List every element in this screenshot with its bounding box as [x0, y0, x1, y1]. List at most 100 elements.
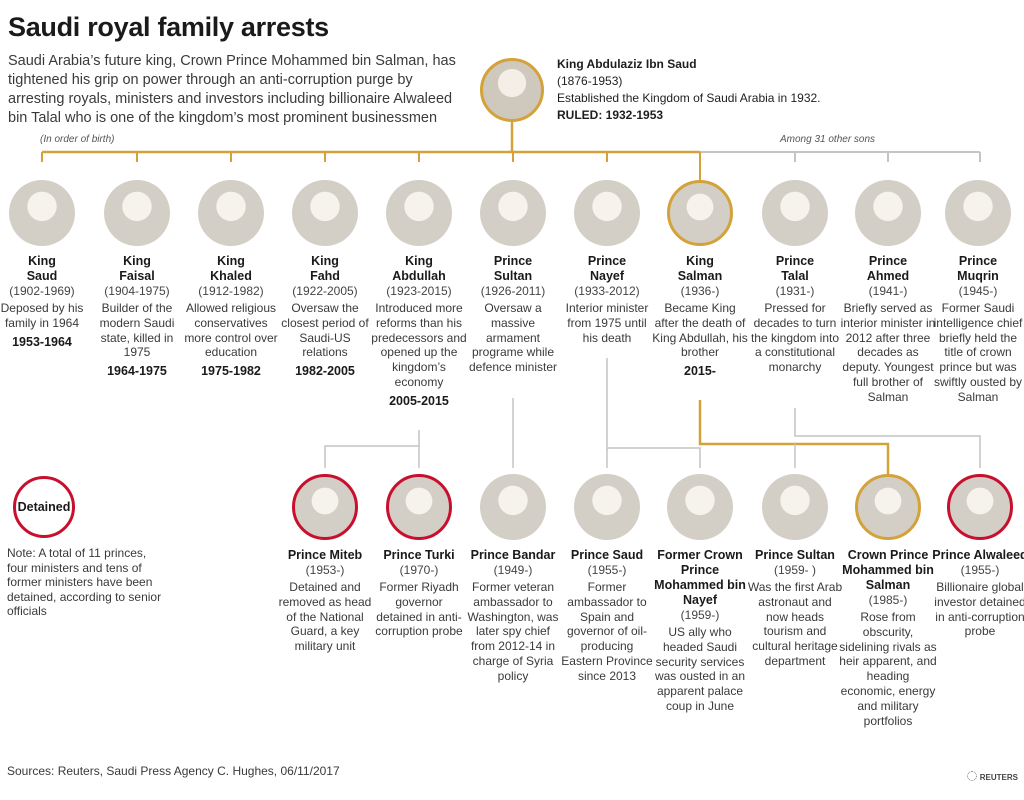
person-description: Billionaire global investor detained in … — [934, 580, 1024, 639]
portrait-photo — [762, 180, 828, 246]
person-title: King — [311, 254, 339, 268]
person-description: US ally who headed Saudi security servic… — [654, 625, 746, 713]
person-description: Interior minister from 1975 until his de… — [565, 301, 649, 345]
founder-ruled: RULED: 1932-1953 — [557, 108, 664, 122]
person-king-salman: King Salman (1936-) Became King after th… — [652, 180, 748, 378]
link-nayef-mbn — [606, 358, 701, 468]
person-prince-sultan-bin-salman: Prince Sultan (1959- ) Was the first Ara… — [747, 474, 843, 669]
person-prince-nayef: Prince Nayef (1933-2012) Interior minist… — [559, 180, 655, 345]
person-prince-turki: Prince Turki (1970-) Former Riyadh gover… — [371, 474, 467, 639]
person-years: (1933-2012) — [574, 284, 640, 298]
portrait-photo — [667, 474, 733, 540]
person-years: (1941-) — [868, 284, 908, 298]
person-years: (1955-) — [960, 563, 1000, 577]
person-years: (1904-1975) — [104, 284, 170, 298]
portrait-photo — [480, 180, 546, 246]
person-king-fahd: King Fahd (1922-2005) Oversaw the closes… — [277, 180, 373, 378]
portrait-photo — [386, 474, 452, 540]
person-name: Nayef — [589, 269, 625, 283]
person-title: Prince — [587, 254, 627, 268]
portrait-photo — [947, 474, 1013, 540]
reign-years: 1975-1982 — [201, 364, 261, 379]
person-prince-talal: Prince Talal (1931-) Pressed for decades… — [747, 180, 843, 375]
portrait-photo — [480, 474, 546, 540]
portrait-photo — [574, 474, 640, 540]
person-years: (1926-2011) — [480, 284, 546, 298]
person-prince-saud: Prince Saud (1955-) Former ambassador to… — [559, 474, 655, 684]
person-description: Builder of the modern Saudi state, kille… — [99, 301, 175, 360]
person-years: (1923-2015) — [386, 284, 452, 298]
person-years: (1902-1969) — [9, 284, 75, 298]
person-name: Khaled — [210, 269, 252, 283]
portrait-photo — [9, 180, 75, 246]
person-name: Prince Bandar — [470, 548, 556, 562]
person-years: (1953-) — [305, 563, 345, 577]
person-years: (1985-) — [868, 593, 908, 607]
person-description: Oversaw a massive armament programe whil… — [468, 301, 558, 375]
link-salman-mbs — [698, 400, 890, 474]
portrait-photo — [104, 180, 170, 246]
person-name: Crown Prince Mohammed bin Salman — [842, 548, 934, 592]
person-description: Pressed for decades to turn the kingdom … — [750, 301, 840, 375]
founder-desc: Established the Kingdom of Saudi Arabia … — [557, 91, 821, 105]
portrait-photo — [292, 180, 358, 246]
portrait-photo — [855, 474, 921, 540]
person-title: Prince — [775, 254, 815, 268]
founder-photo — [480, 58, 544, 122]
person-years: (1931-) — [775, 284, 815, 298]
reign-years: 1953-1964 — [12, 334, 72, 349]
person-name: Former Crown Prince Mohammed bin Nayef — [654, 548, 746, 607]
person-name: Abdullah — [392, 269, 446, 283]
link-abdullah-miteb — [324, 430, 420, 468]
person-title: King — [405, 254, 433, 268]
person-description: Deposed by his family in 1964 — [0, 301, 84, 330]
portrait-photo — [198, 180, 264, 246]
person-description: Former ambassador to Spain and governor … — [561, 580, 653, 683]
portrait-photo — [574, 180, 640, 246]
person-name: Sultan — [493, 269, 533, 283]
person-name: Prince Turki — [383, 548, 455, 562]
birth-order-note: (In order of birth) — [40, 134, 115, 145]
detained-note: Note: A total of 11 princes, four minist… — [7, 546, 162, 619]
portrait-photo — [855, 180, 921, 246]
reign-years: 2015- — [684, 364, 716, 379]
reuters-logo: REUTERS — [966, 771, 1018, 782]
person-king-saud: King Saud (1902-1969) Deposed by his fam… — [0, 180, 90, 349]
person-prince-miteb: Prince Miteb (1953-) Detained and remove… — [277, 474, 373, 654]
person-king-khaled: King Khaled (1912-1982) Allowed religiou… — [183, 180, 279, 378]
person-name: Salman — [677, 269, 723, 283]
reign-years: 1982-2005 — [295, 364, 355, 379]
link-talal-alwaleed — [794, 408, 981, 468]
person-years: (1945-) — [958, 284, 998, 298]
person-prince-sultan: Prince Sultan (1926-2011) Oversaw a mass… — [465, 180, 561, 375]
portrait-photo — [667, 180, 733, 246]
person-name: Prince Saud — [570, 548, 644, 562]
person-mohammed-bin-salman: Crown Prince Mohammed bin Salman (1985-)… — [838, 474, 938, 728]
person-name: Muqrin — [957, 269, 999, 283]
intro-text: Saudi Arabia’s future king, Crown Prince… — [8, 53, 456, 126]
person-name: Prince Miteb — [287, 548, 363, 562]
founder-years: (1876-1953) — [557, 74, 623, 88]
person-description: Briefly served as interior minister in 2… — [840, 301, 936, 404]
person-title: Prince — [958, 254, 998, 268]
person-prince-alwaleed: Prince Alwaleed (1955-) Billionaire glob… — [932, 474, 1024, 639]
person-description: Former veteran ambassador to Washington,… — [467, 580, 559, 683]
person-title: Prince — [493, 254, 533, 268]
person-description: Oversaw the closest period of Saudi-US r… — [281, 301, 369, 360]
person-king-faisal: King Faisal (1904-1975) Builder of the m… — [89, 180, 185, 378]
person-description: Became King after the death of King Abdu… — [652, 301, 748, 360]
person-name: Prince Sultan — [755, 548, 835, 562]
other-sons-note: Among 31 other sons — [780, 134, 876, 145]
person-description: Introduced more reforms than his predece… — [371, 301, 467, 389]
person-prince-muqrin: Prince Muqrin (1945-) Former Saudi intel… — [930, 180, 1024, 405]
person-years: (1970-) — [399, 563, 439, 577]
person-title: King — [217, 254, 245, 268]
person-name: Fahd — [310, 269, 340, 283]
person-title: King — [123, 254, 151, 268]
portrait-photo — [762, 474, 828, 540]
person-prince-bandar: Prince Bandar (1949-) Former veteran amb… — [465, 474, 561, 684]
person-description: Detained and removed as head of the Nati… — [278, 580, 372, 654]
detained-legend-circle: Detained — [13, 476, 75, 538]
person-mohammed-bin-nayef: Former Crown Prince Mohammed bin Nayef (… — [652, 474, 748, 714]
reuters-icon — [966, 771, 977, 781]
